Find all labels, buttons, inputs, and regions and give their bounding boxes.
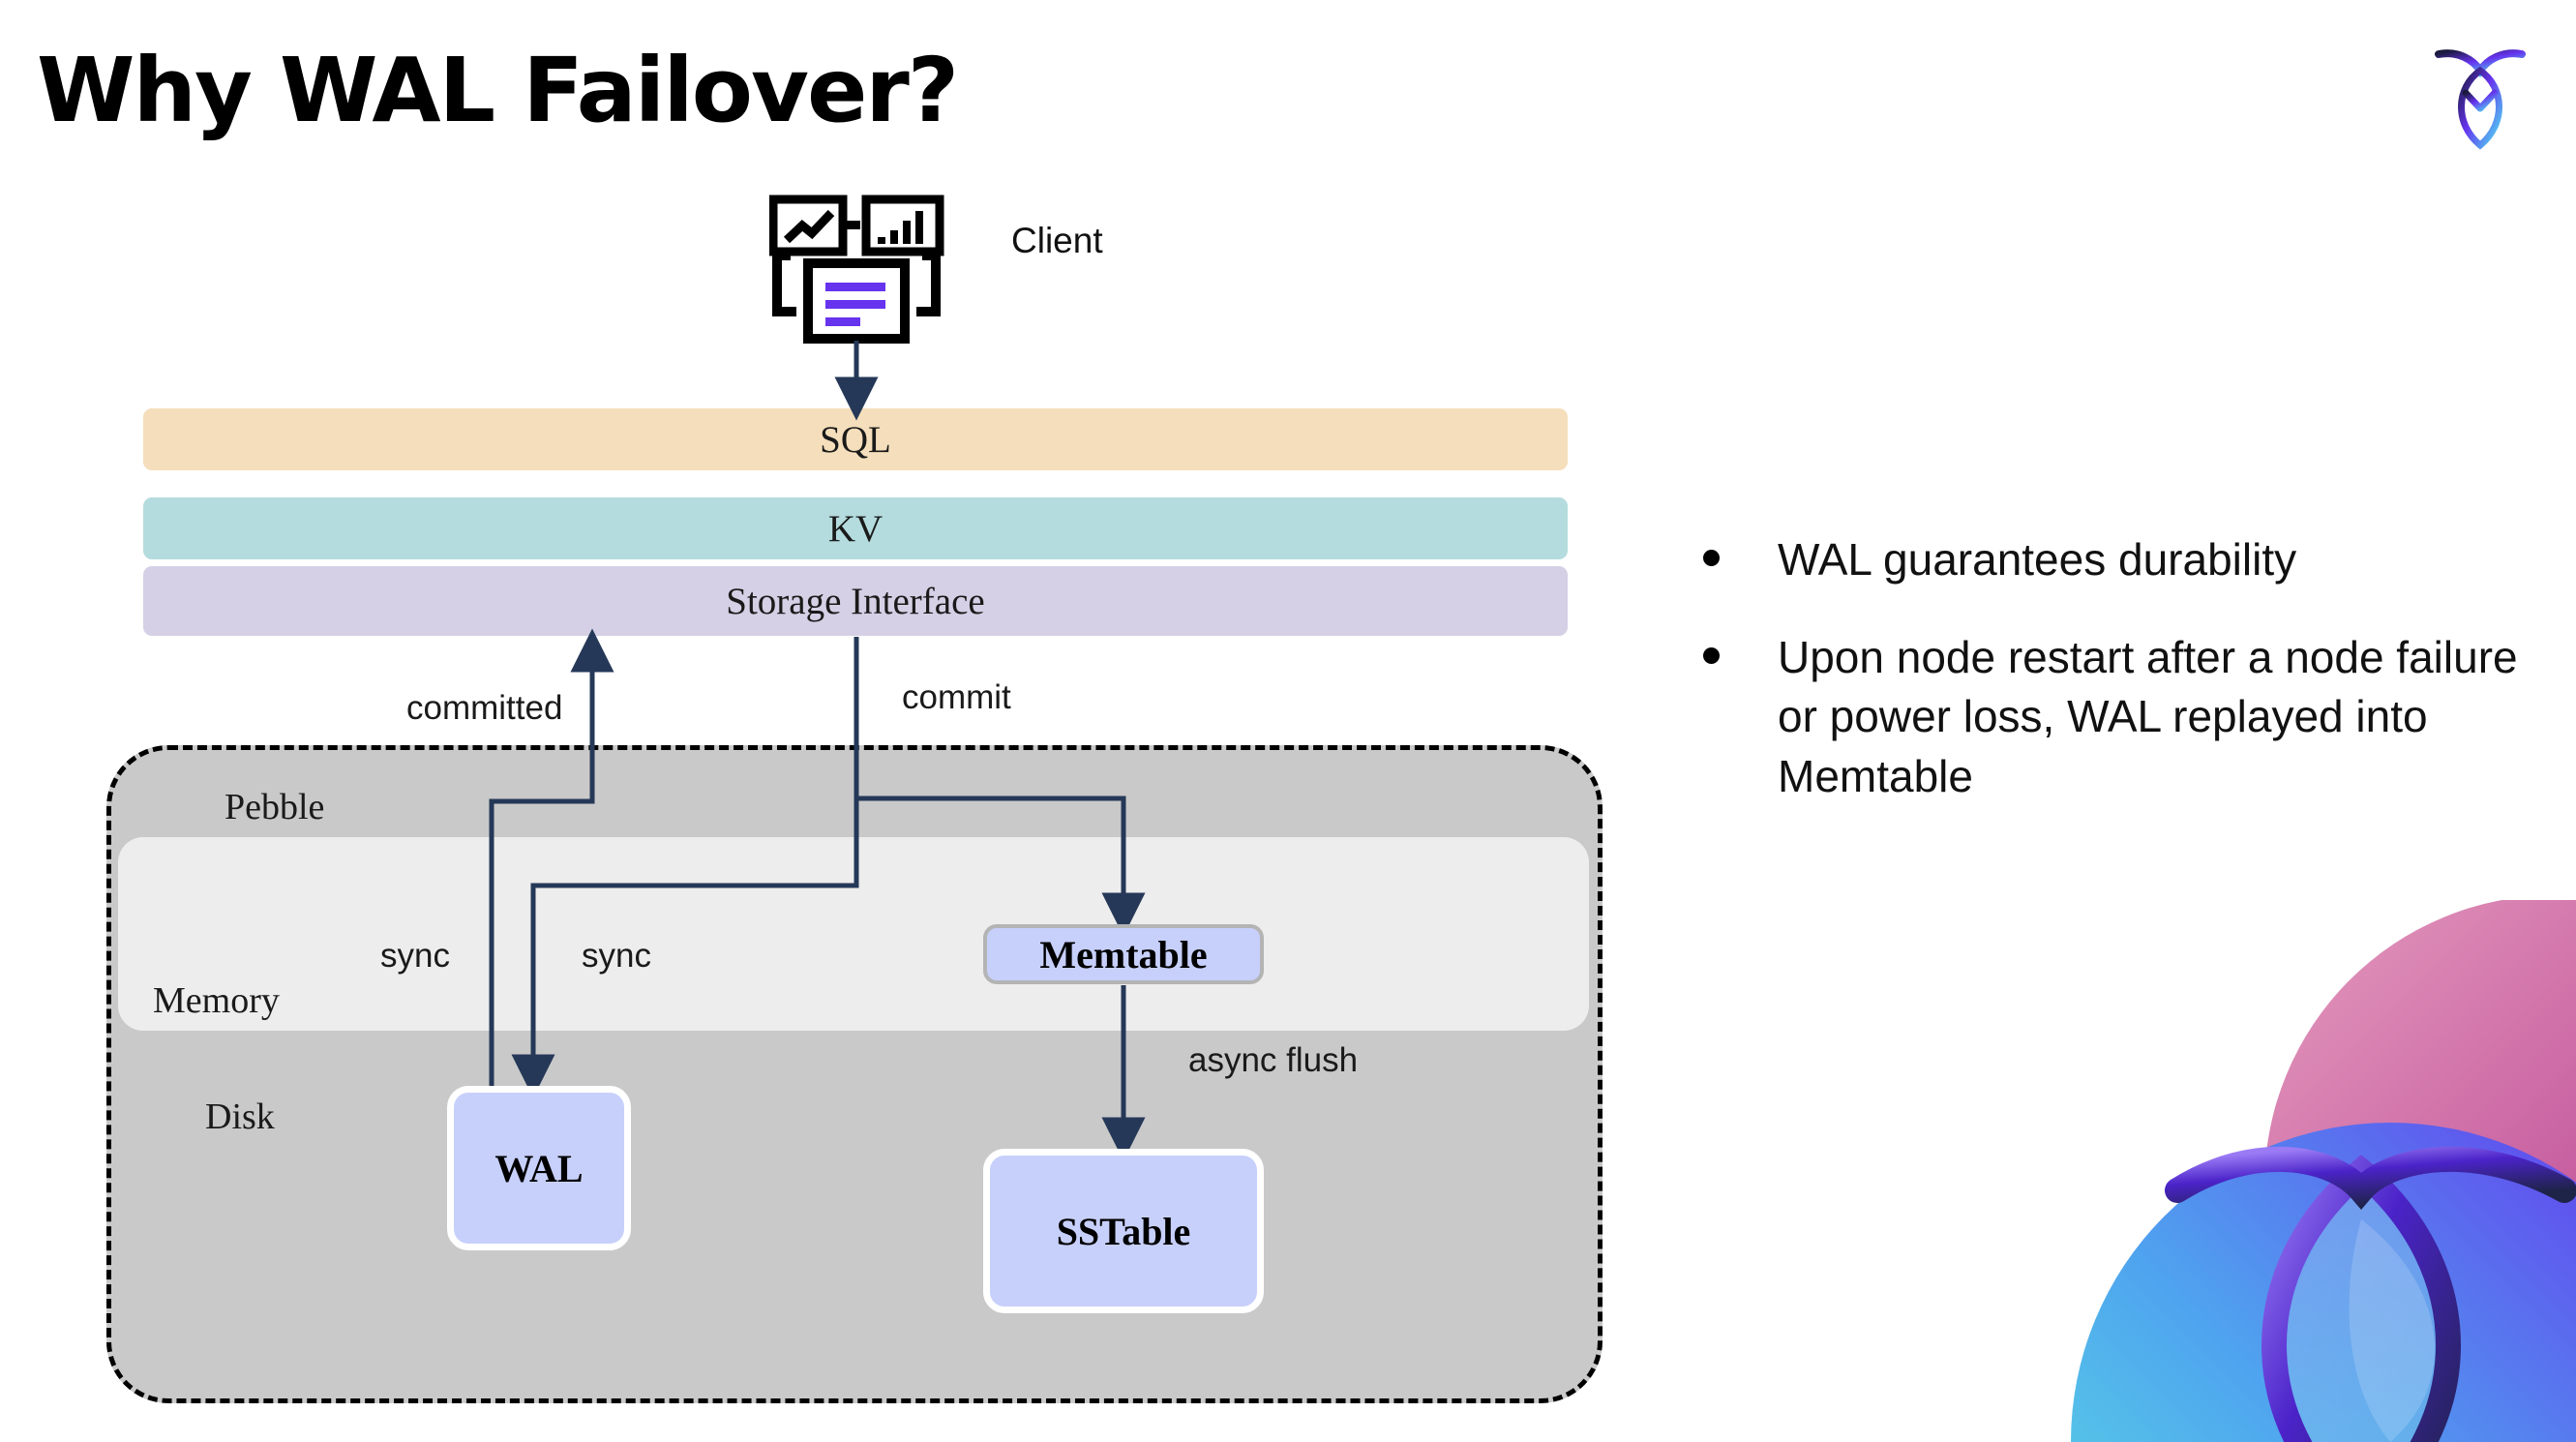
edge-label-sync-left: sync <box>380 937 450 975</box>
edge-label-commit: commit <box>902 678 1011 716</box>
pebble-label: Pebble <box>225 787 325 827</box>
client-dashboard-icon <box>768 194 945 350</box>
node-sstable: SSTable <box>983 1149 1264 1313</box>
client-label: Client <box>1011 221 1103 260</box>
gradient-circles-artwork <box>1935 900 2576 1442</box>
layer-label-sql: SQL <box>820 418 891 461</box>
memory-label: Memory <box>153 980 280 1021</box>
bullet-text: WAL guarantees durability <box>1778 534 2297 585</box>
page-title: Why WAL Failover? <box>37 39 959 142</box>
edge-label-sync-right: sync <box>582 937 651 975</box>
bullet-dot-icon <box>1703 550 1720 566</box>
bullet-list: WAL guarantees durability Upon node rest… <box>1703 530 2535 845</box>
disk-label: Disk <box>205 1097 275 1137</box>
edge-label-committed: committed <box>406 689 563 727</box>
list-item: Upon node restart after a node failure o… <box>1703 628 2535 806</box>
bullet-dot-icon <box>1703 647 1720 665</box>
cockroachdb-logo <box>2417 27 2543 153</box>
bullet-text: Upon node restart after a node failure o… <box>1778 632 2518 801</box>
memory-region <box>118 837 1589 1031</box>
list-item: WAL guarantees durability <box>1703 530 2535 589</box>
node-sstable-label: SSTable <box>1056 1209 1191 1253</box>
layer-label-kv: KV <box>827 507 884 550</box>
layer-bar-kv: KV <box>143 497 1568 559</box>
layer-bar-sql: SQL <box>143 408 1568 470</box>
node-memtable: Memtable <box>983 924 1264 984</box>
node-wal-label: WAL <box>494 1146 584 1190</box>
node-memtable-label: Memtable <box>1039 932 1208 976</box>
node-wal: WAL <box>447 1086 631 1250</box>
layer-label-storage-interface: Storage Interface <box>726 580 985 622</box>
edge-label-async-flush: async flush <box>1188 1041 1359 1079</box>
layer-bar-storage-interface: Storage Interface <box>143 566 1568 636</box>
